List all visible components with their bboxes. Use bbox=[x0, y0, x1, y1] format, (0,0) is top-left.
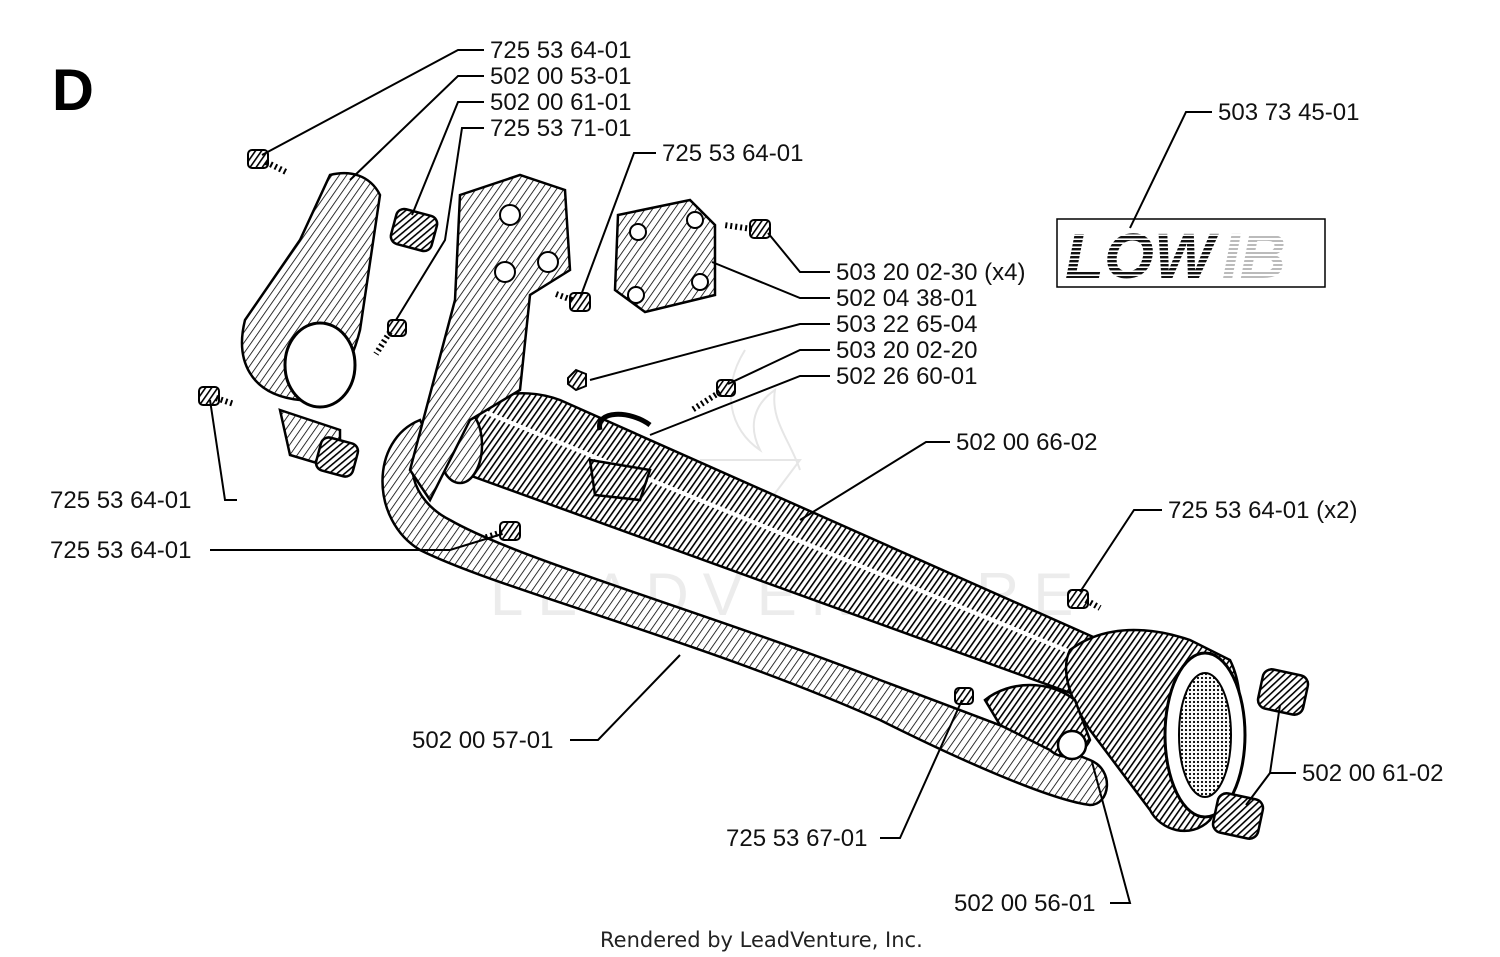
handle-loop bbox=[381, 418, 1109, 807]
rear-coupler bbox=[1064, 628, 1247, 833]
callout-label: 502 00 57-01 bbox=[412, 727, 553, 754]
callout-label: 502 00 61-02 bbox=[1302, 760, 1443, 787]
section-letter: D bbox=[52, 58, 94, 123]
callout-label: 502 04 38-01 bbox=[836, 285, 977, 312]
callout-label: 503 22 65-04 bbox=[836, 311, 977, 338]
callout-label: 725 53 67-01 bbox=[726, 825, 867, 852]
handle-arm bbox=[240, 171, 382, 472]
callout-label: 725 53 71-01 bbox=[490, 115, 631, 142]
upper-bracket bbox=[408, 173, 572, 503]
callout-label: 503 73 45-01 bbox=[1218, 99, 1359, 126]
clamp-cap bbox=[613, 198, 717, 314]
logo-text-dark: LOW bbox=[1065, 220, 1219, 292]
callout-label: 725 53 64-01 bbox=[662, 140, 803, 167]
callout-label: 503 20 02-30 (x4) bbox=[836, 259, 1025, 286]
strap-ring bbox=[588, 411, 652, 502]
callout-label: 502 26 60-01 bbox=[836, 363, 977, 390]
leader-lines bbox=[209, 49, 1296, 904]
callout-label: 502 00 61-01 bbox=[490, 89, 631, 116]
footer-credit: Rendered by LeadVenture, Inc. bbox=[600, 928, 923, 952]
callout-label: 725 53 64-01 bbox=[490, 37, 631, 64]
callout-label: 725 53 64-01 (x2) bbox=[1168, 497, 1357, 524]
callout-label: 502 00 66-02 bbox=[956, 429, 1097, 456]
callout-label: 503 20 02-20 bbox=[836, 337, 977, 364]
clamp-bracket bbox=[983, 683, 1092, 761]
callout-label: 502 00 56-01 bbox=[954, 890, 1095, 917]
callout-label: 502 00 53-01 bbox=[490, 63, 631, 90]
callout-labels: 725 53 64-01 502 00 53-01 502 00 61-01 7… bbox=[50, 37, 1443, 917]
logo-text-light: IB bbox=[1222, 220, 1286, 292]
callout-label: 725 53 64-01 bbox=[50, 487, 191, 514]
callout-label: 725 53 64-01 bbox=[50, 537, 191, 564]
low-ib-logo: LOW IB bbox=[1056, 218, 1326, 292]
small-parts bbox=[198, 149, 1310, 840]
